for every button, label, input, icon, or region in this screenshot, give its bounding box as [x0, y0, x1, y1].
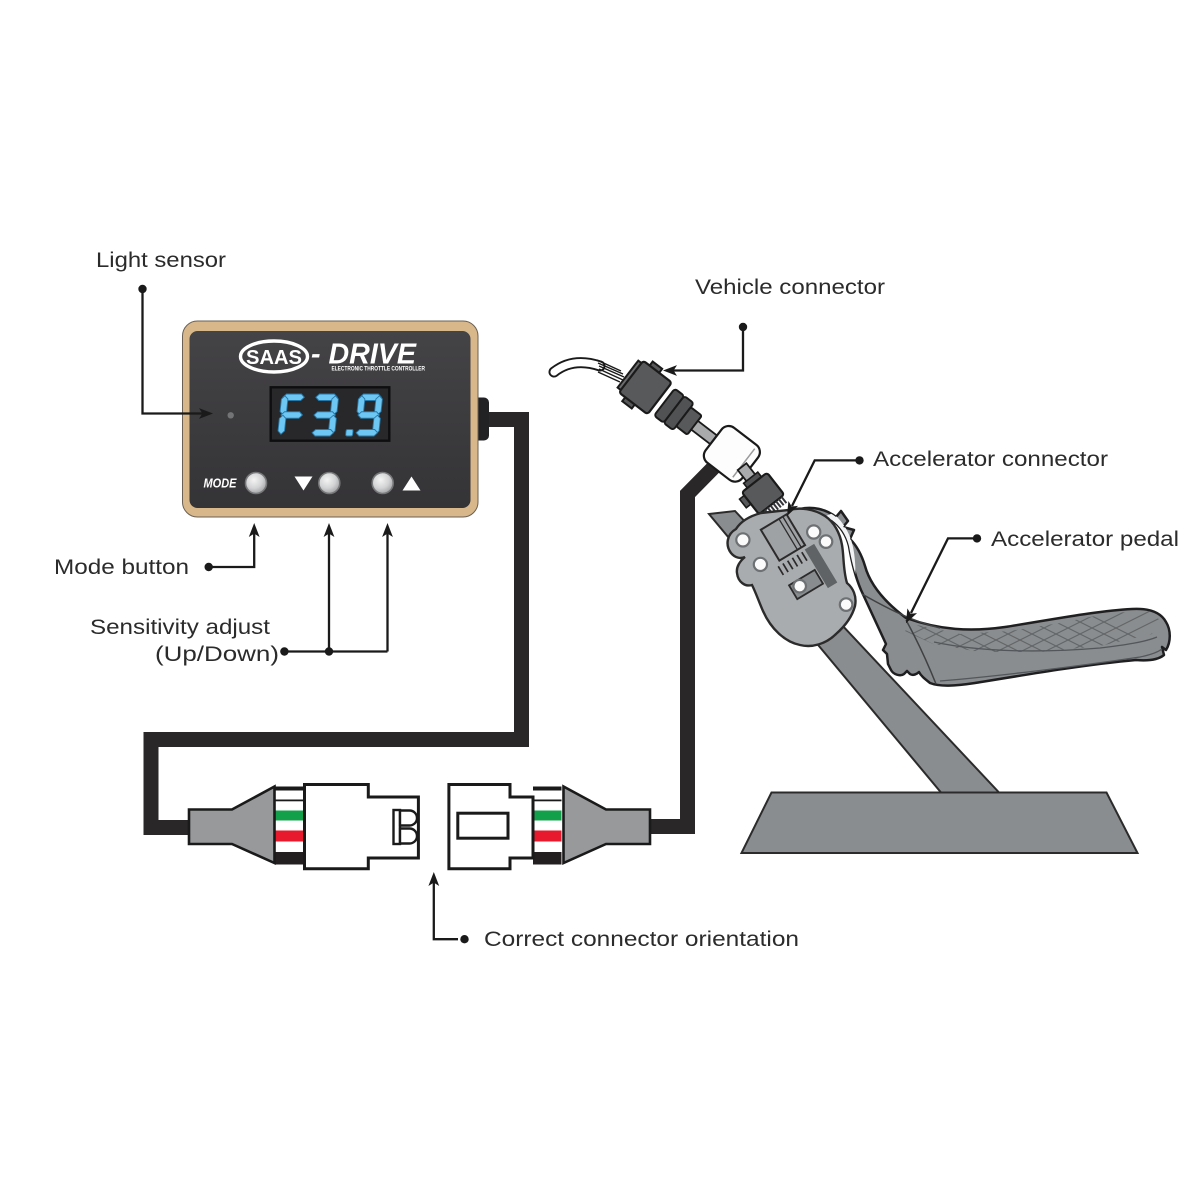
svg-text:Light sensor: Light sensor	[96, 248, 226, 272]
svg-text:(Up/Down): (Up/Down)	[155, 642, 279, 666]
svg-text:- DRIVE: - DRIVE	[311, 339, 418, 371]
svg-text:Mode button: Mode button	[54, 555, 189, 579]
svg-text:Accelerator pedal: Accelerator pedal	[991, 527, 1179, 551]
svg-text:SAAS: SAAS	[246, 346, 302, 369]
svg-text:ELECTRONIC THROTTLE CONTROLLER: ELECTRONIC THROTTLE CONTROLLER	[332, 366, 426, 373]
svg-text:MODE: MODE	[204, 477, 238, 491]
svg-text:Correct connector orientation: Correct connector orientation	[484, 927, 799, 951]
svg-text:Sensitivity adjust: Sensitivity adjust	[90, 615, 270, 639]
svg-text:Vehicle connector: Vehicle connector	[695, 275, 885, 299]
svg-text:Accelerator connector: Accelerator connector	[873, 447, 1108, 471]
